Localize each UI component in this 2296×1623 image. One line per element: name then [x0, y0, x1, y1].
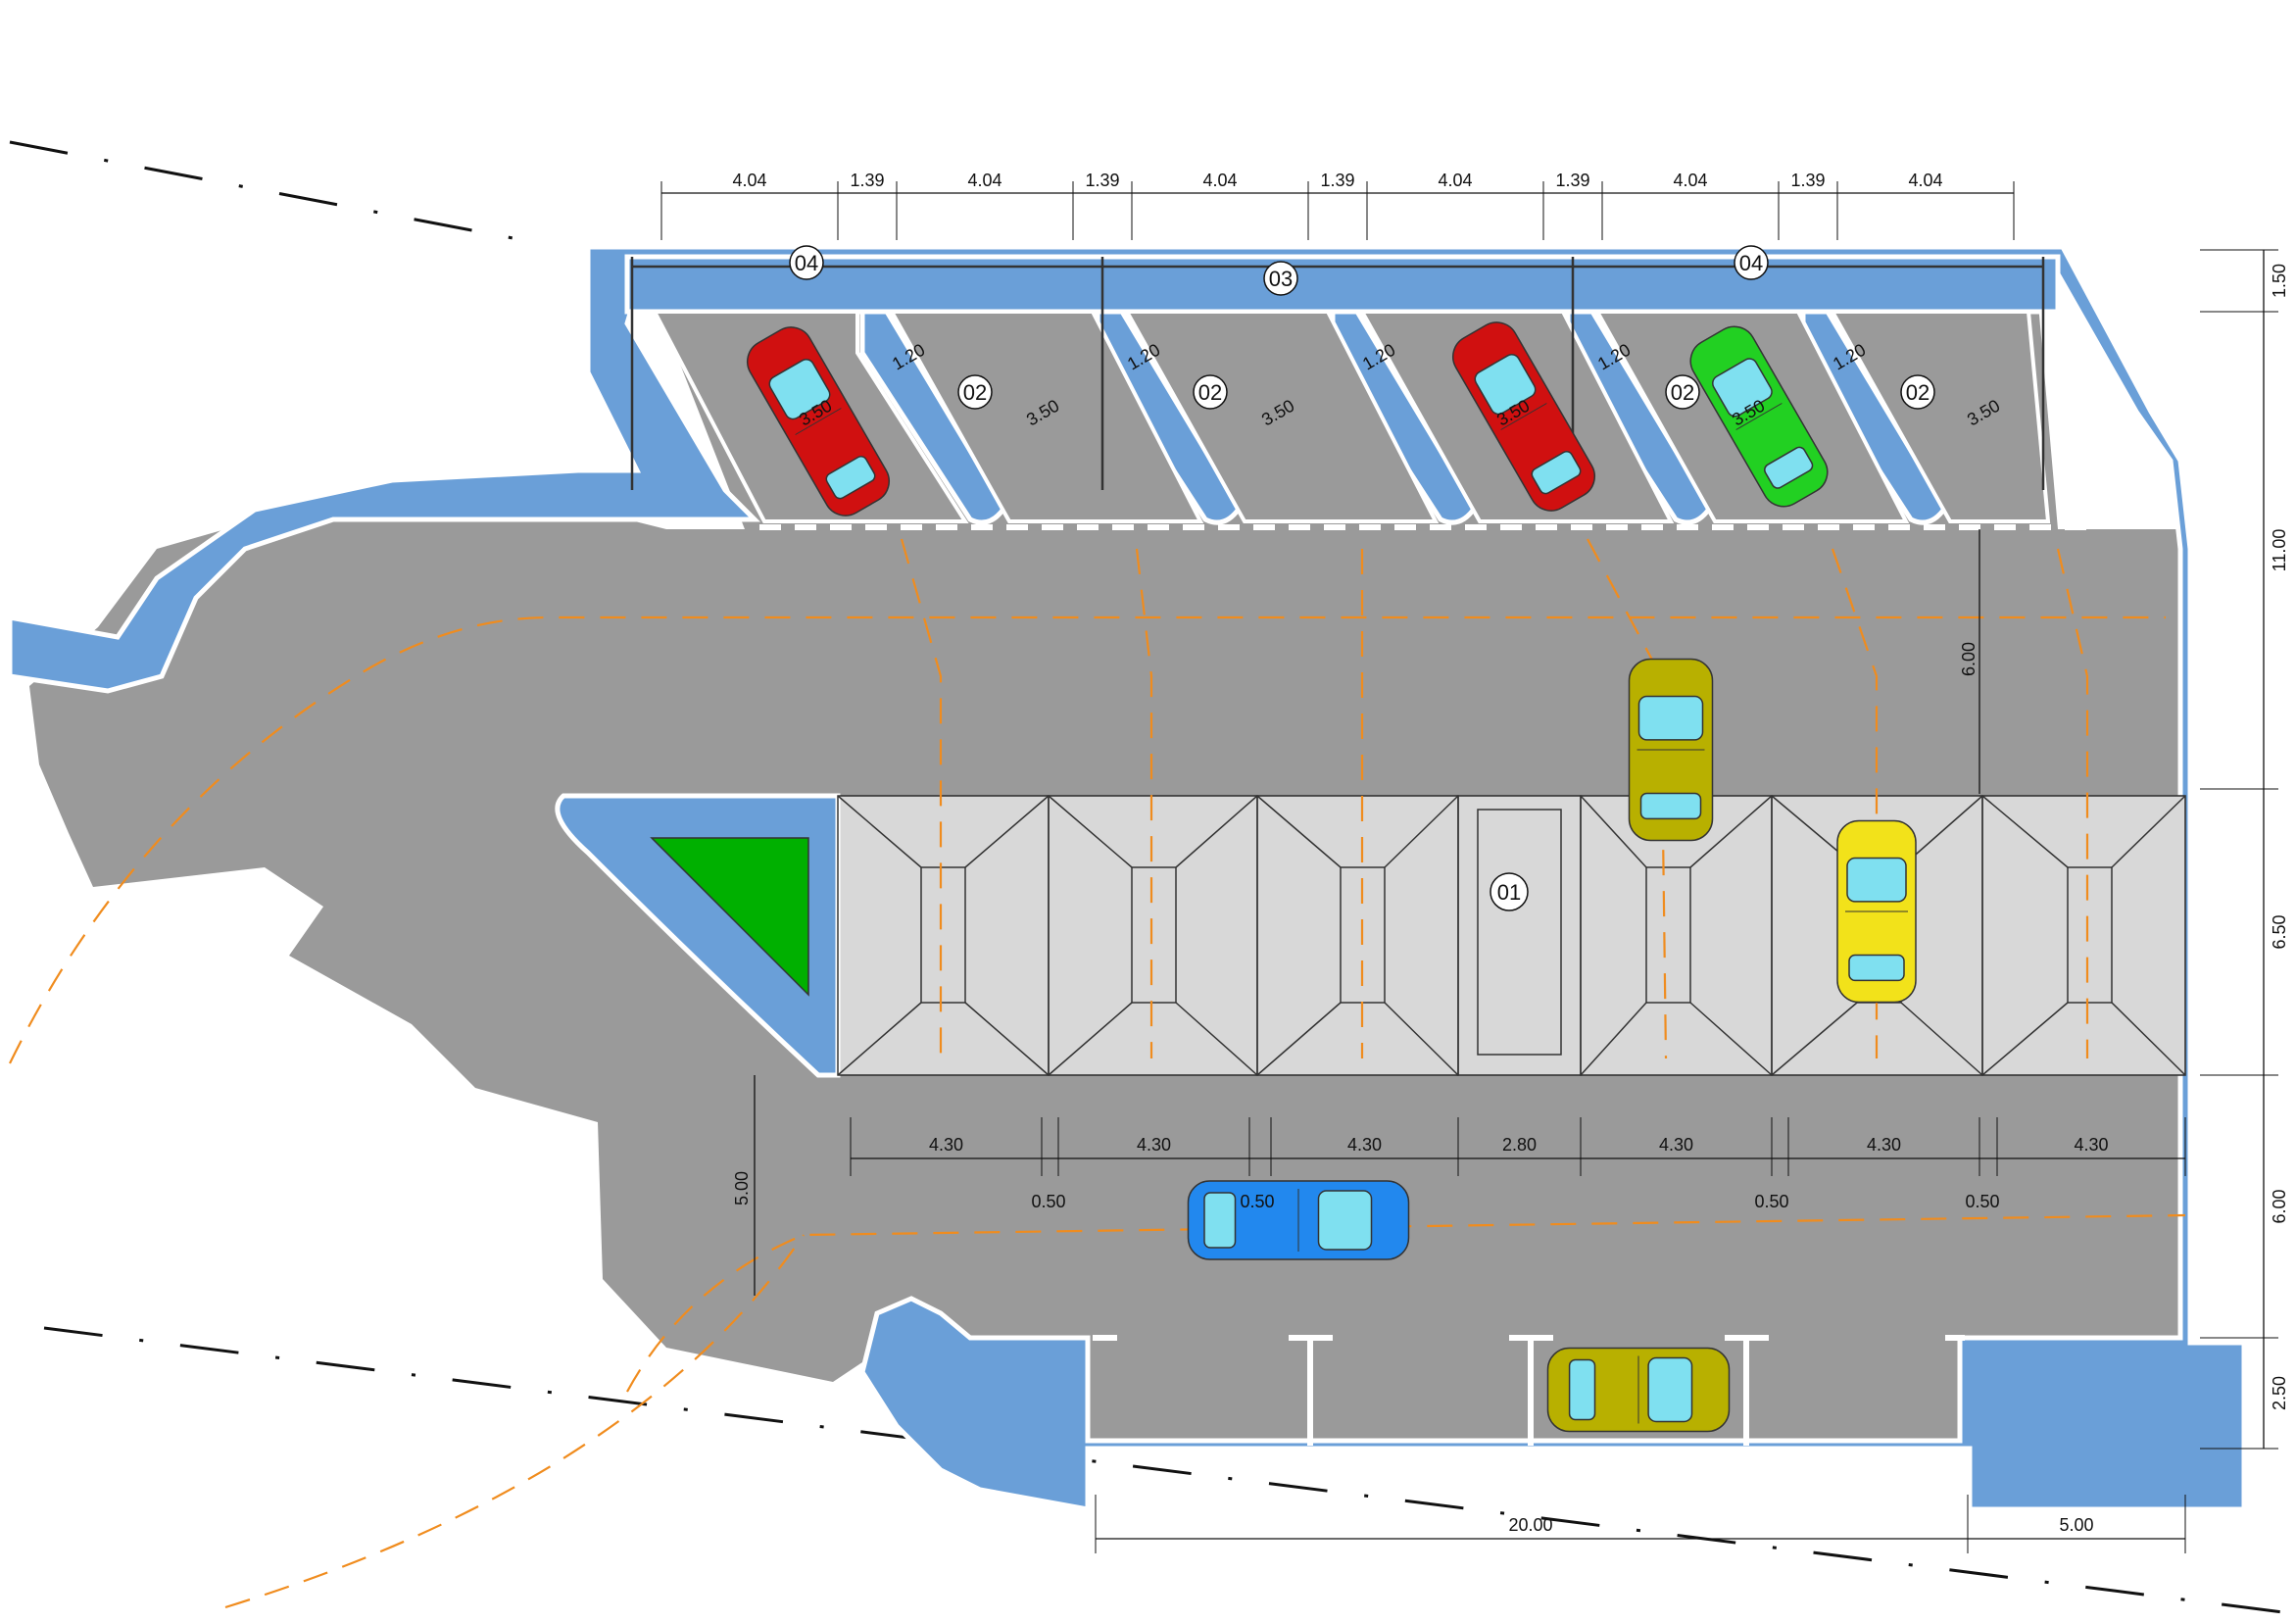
svg-text:5.00: 5.00: [2059, 1515, 2093, 1535]
top-dim-label: 1.39: [1555, 171, 1589, 190]
svg-text:01: 01: [1497, 880, 1521, 905]
top-dim-label: 4.04: [1202, 171, 1237, 190]
svg-text:04: 04: [795, 251, 818, 275]
red-car-2: [1451, 321, 1596, 512]
right-dim-label: 2.50: [2270, 1376, 2289, 1410]
tag-station: 01: [1490, 872, 1529, 911]
red-car-1: [746, 326, 891, 516]
gap-dim-label: 0.50: [1754, 1192, 1788, 1211]
tag-charger-b: 04: [1734, 245, 1769, 280]
bottom-dim-label: 4.30: [929, 1135, 963, 1155]
tag-ev-stall-3: 02: [1665, 374, 1700, 410]
boundary-line-top: [9, 140, 550, 247]
svg-text:20.00: 20.00: [1508, 1515, 1552, 1535]
gap-dim-label: 0.50: [1240, 1192, 1274, 1211]
base-dimensions: 20.00 5.00: [1095, 1495, 2186, 1553]
tag-ev-stall-2: 02: [1193, 374, 1228, 410]
top-dim-label: 4.04: [967, 171, 1001, 190]
tag-ev-stall-1: 02: [957, 374, 993, 410]
right-dim-label: 1.50: [2270, 264, 2289, 298]
tags: 04 03 04 02 02 02 02 01: [789, 245, 1935, 911]
tag-ev-stall-4: 02: [1900, 374, 1935, 410]
svg-text:6.00: 6.00: [1959, 642, 1978, 676]
green-island: [650, 837, 809, 997]
bottom-dim-label: 4.30: [1137, 1135, 1171, 1155]
svg-text:02: 02: [963, 380, 987, 405]
gap-dim-label: 0.50: [1031, 1192, 1065, 1211]
top-dim-label: 4.04: [1438, 171, 1472, 190]
right-dim-label: 6.00: [2270, 1189, 2289, 1223]
top-dim-label: 4.04: [1673, 171, 1707, 190]
bottom-dim-label: 4.30: [2074, 1135, 2108, 1155]
vehicles: [746, 321, 1917, 1433]
gap-dim-label: 0.50: [1965, 1192, 1999, 1211]
olive-car-1: [1628, 658, 1714, 842]
svg-text:02: 02: [1671, 380, 1694, 405]
bottom-dim-label: 4.30: [1659, 1135, 1693, 1155]
green-car: [1689, 325, 1829, 508]
bottom-dim-label: 4.30: [1347, 1135, 1382, 1155]
lower-stall-markers: [1093, 1335, 1965, 1446]
top-dim-label: 4.04: [732, 171, 766, 190]
right-dimension-chain: 1.50 11.00 6.50 6.00 2.50: [2200, 249, 2289, 1450]
tag-canopy: 03: [1263, 261, 1298, 296]
bottom-dim-label: 2.80: [1502, 1135, 1537, 1155]
top-dim-label: 1.39: [1085, 171, 1119, 190]
bottom-dimension-chain: 4.30 4.30 4.30 2.80 4.30 4.30 4.30 0.50 0.50 0.50…: [850, 1117, 2186, 1211]
svg-text:04: 04: [1739, 251, 1763, 275]
canopy-strip: [624, 254, 2061, 315]
aisle-dimensions: 6.00 5.00: [732, 529, 1980, 1296]
top-dim-label: 4.04: [1908, 171, 1942, 190]
top-dim-label: 1.39: [1320, 171, 1354, 190]
top-dim-label: 1.39: [1790, 171, 1825, 190]
yellow-car: [1836, 819, 1917, 1004]
curb-outer: [7, 244, 2247, 1512]
svg-text:02: 02: [1906, 380, 1930, 405]
top-dim-label: 1.39: [850, 171, 884, 190]
right-dim-label: 6.50: [2270, 914, 2289, 949]
right-dim-label: 11.00: [2270, 529, 2289, 572]
svg-text:5.00: 5.00: [732, 1171, 752, 1205]
svg-text:02: 02: [1198, 380, 1222, 405]
top-dimension-chain: 4.04 1.39 4.04 1.39 4.04 1.39 4.04 1.39 4.04 1.39…: [660, 171, 2015, 240]
pad-dividers: [837, 795, 2186, 1076]
svg-text:03: 03: [1269, 267, 1293, 291]
tag-charger-a: 04: [789, 245, 824, 280]
olive-car-2: [1546, 1347, 1731, 1433]
blue-car: [1187, 1180, 1410, 1260]
boundary-line-bottom: [43, 1326, 2284, 1614]
bottom-dim-label: 4.30: [1867, 1135, 1901, 1155]
